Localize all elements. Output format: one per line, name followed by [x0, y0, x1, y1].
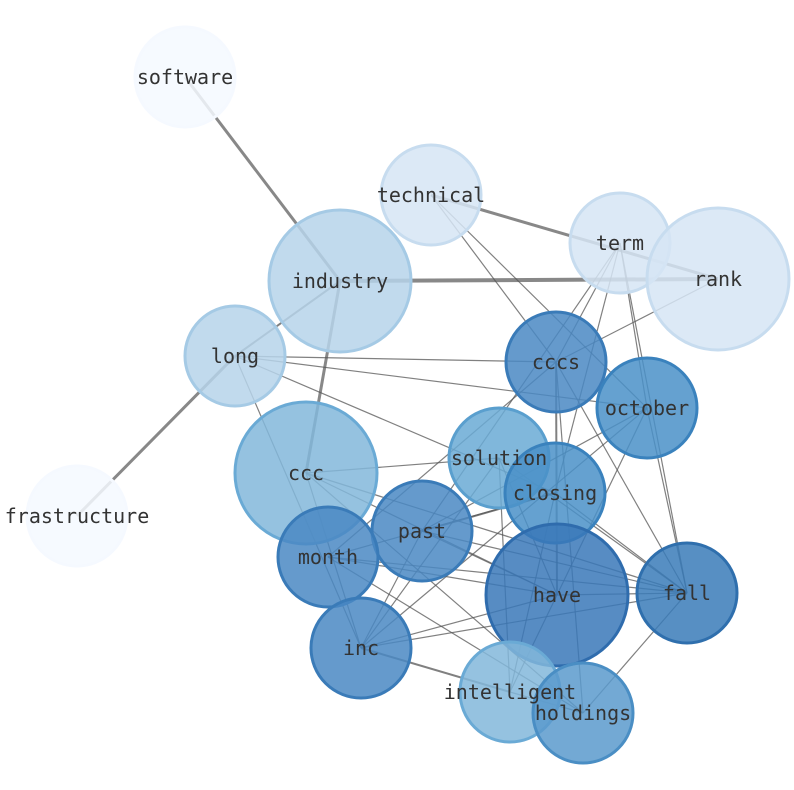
node-label-technical: technical [377, 183, 485, 207]
node-label-rank: rank [694, 267, 742, 291]
node-cccs[interactable] [504, 310, 608, 414]
node-frastructure[interactable] [25, 464, 129, 568]
node-fall[interactable] [635, 541, 739, 645]
node-have[interactable] [484, 522, 630, 668]
node-inc[interactable] [309, 596, 413, 700]
edge-october-inc [360, 407, 648, 649]
node-label-cccs: cccs [532, 350, 580, 374]
node-label-month: month [298, 545, 358, 569]
node-label-software: software [137, 65, 233, 89]
node-long[interactable] [183, 304, 287, 408]
node-label-past: past [398, 519, 446, 543]
node-technical[interactable] [379, 143, 483, 247]
node-label-term: term [596, 231, 644, 255]
node-label-closing: closing [513, 481, 597, 505]
node-label-ccc: ccc [288, 461, 324, 485]
node-label-october: october [605, 396, 689, 420]
node-label-long: long [211, 344, 259, 368]
node-label-fall: fall [663, 581, 711, 605]
node-label-inc: inc [343, 636, 379, 660]
node-label-holdings: holdings [535, 701, 631, 725]
node-label-solution: solution [451, 446, 547, 470]
node-rank[interactable] [645, 206, 791, 352]
node-label-have: have [533, 583, 581, 607]
node-software[interactable] [133, 25, 237, 129]
node-label-industry: industry [292, 269, 388, 293]
nodes-layer [25, 25, 791, 765]
node-label-frastructure: frastructure [5, 504, 150, 528]
node-industry[interactable] [267, 208, 413, 354]
edge-long-cccs [234, 355, 557, 363]
node-month[interactable] [276, 505, 380, 609]
labels-layer: software technical term rank industry long fra… [5, 65, 742, 725]
node-holdings[interactable] [531, 661, 635, 765]
node-label-intelligent: intelligent [444, 680, 576, 704]
node-october[interactable] [595, 356, 699, 460]
